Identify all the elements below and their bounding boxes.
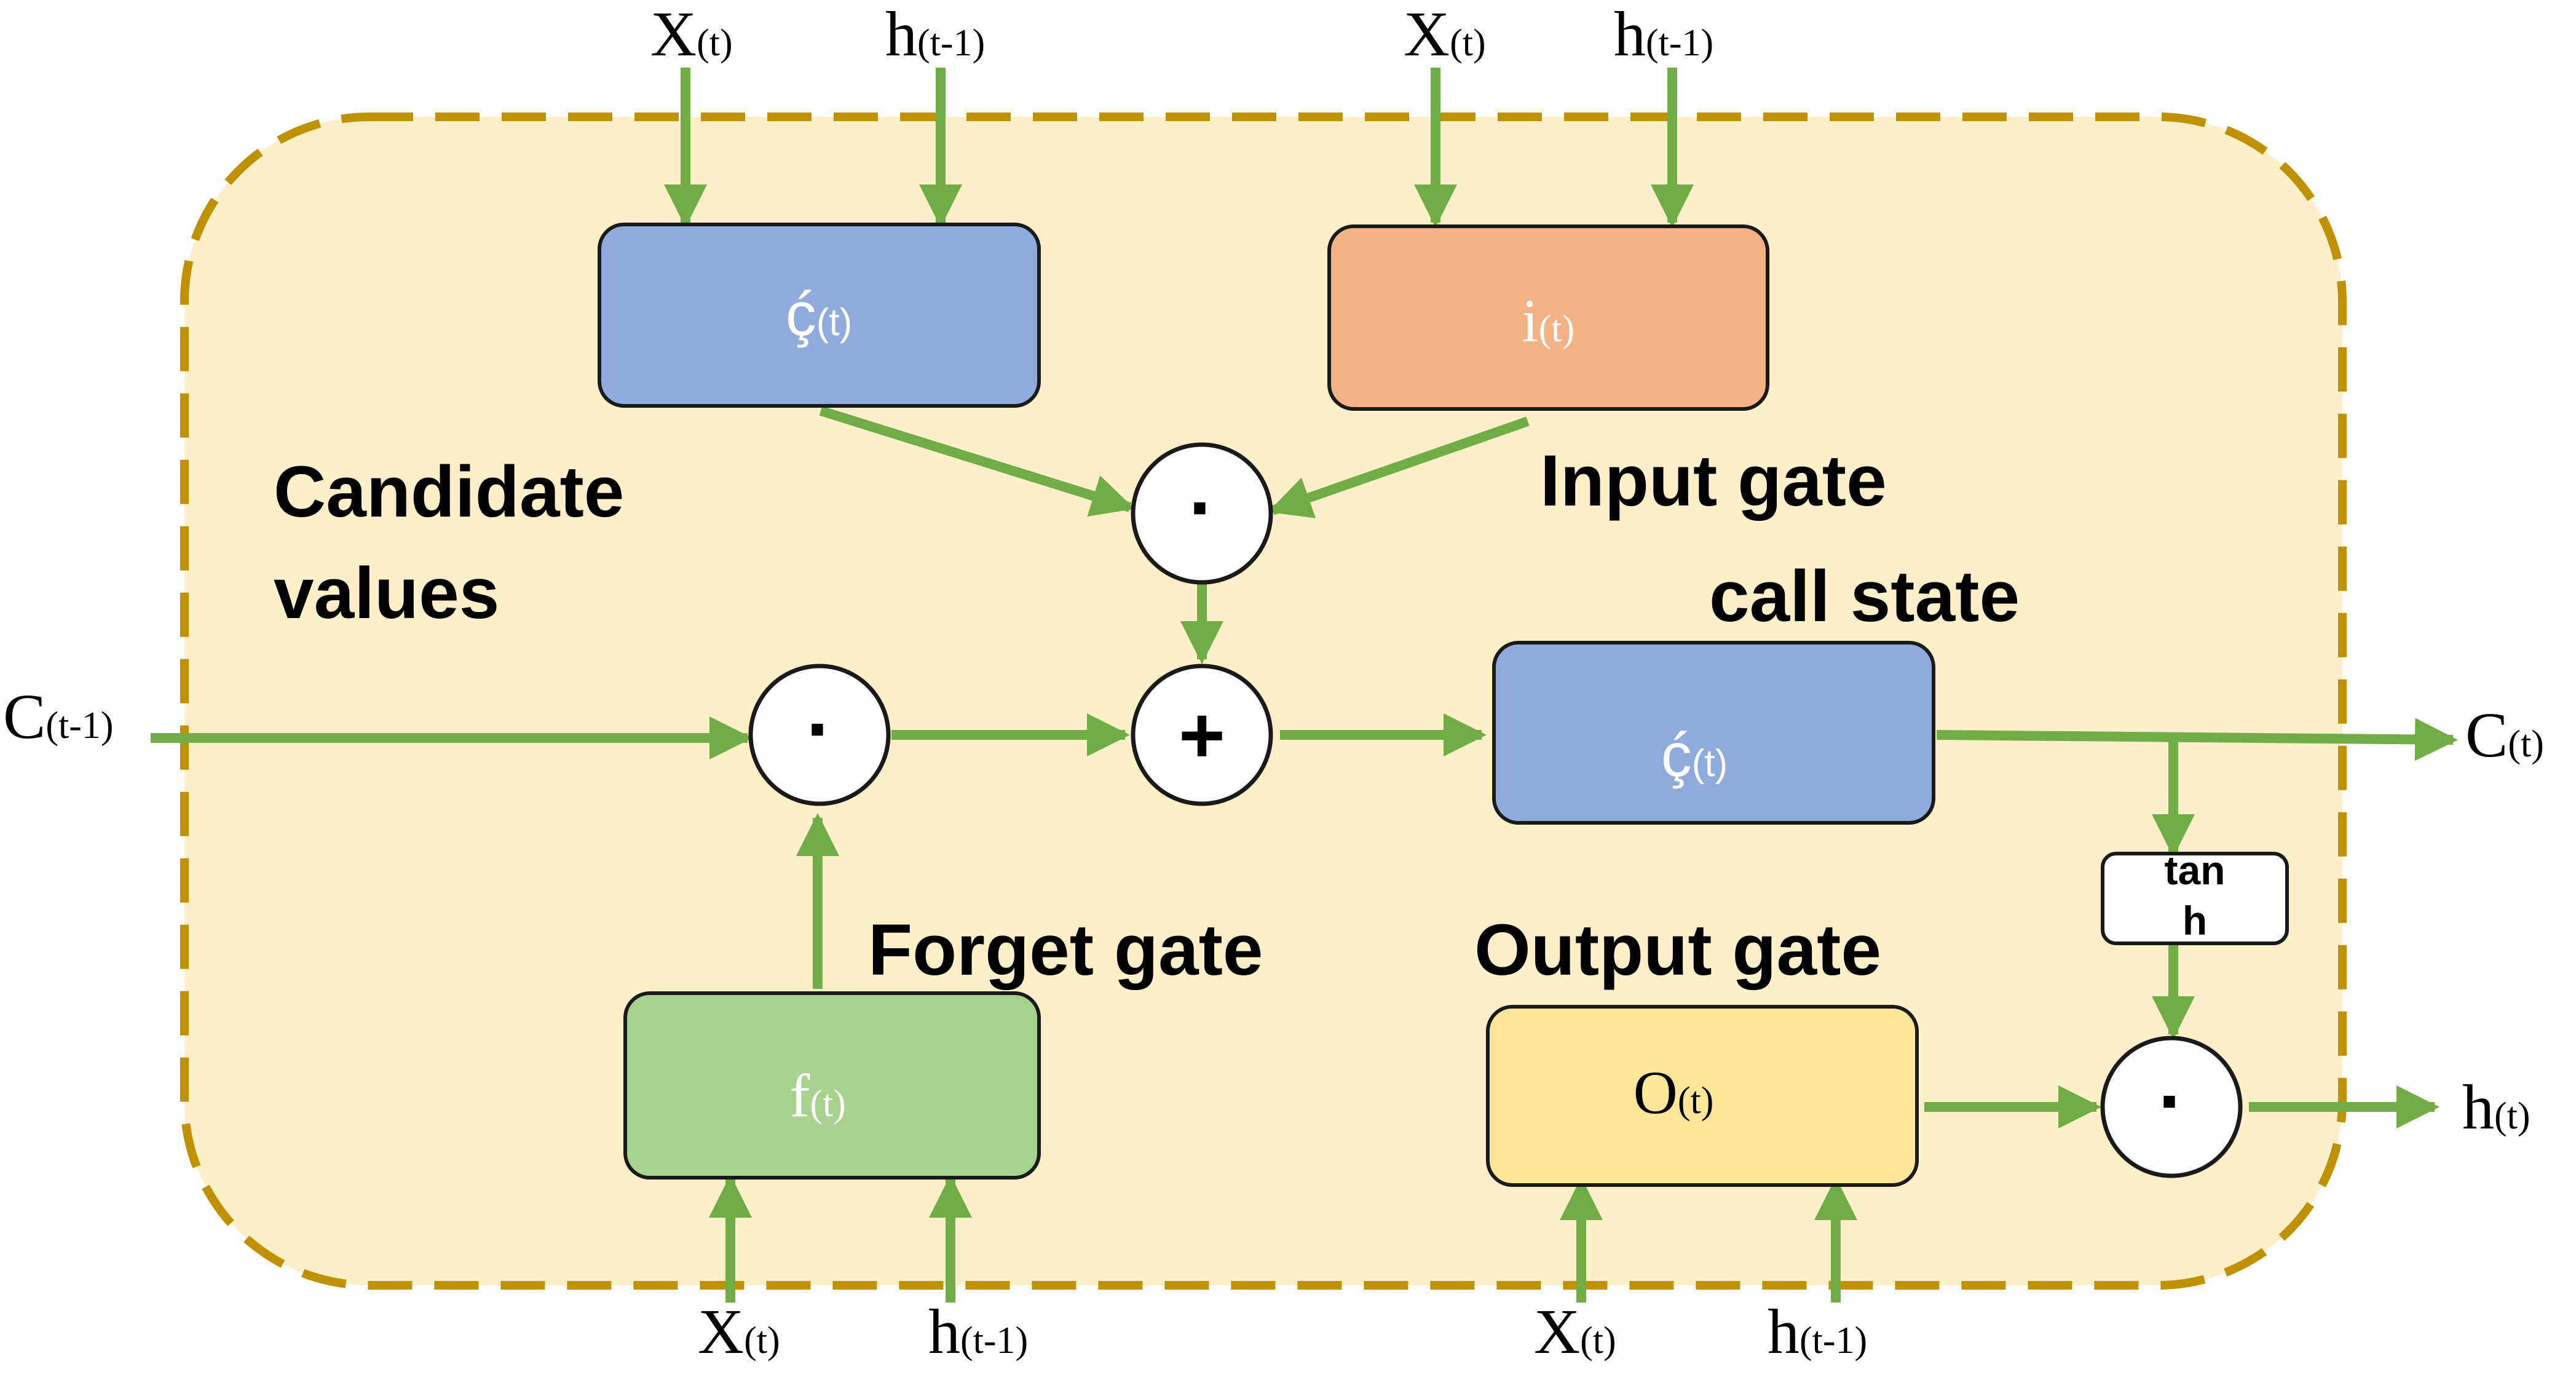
forget-gate-symbol: f [789, 1061, 810, 1130]
candidate-values-label-line2: values [274, 553, 499, 634]
cell-state-subscript: (t) [1692, 742, 1728, 785]
candidate-box-subscript: (t) [816, 301, 853, 344]
forget-gate-box: f(t) [623, 991, 1041, 1180]
output-gate-subscript: (t) [1678, 1080, 1714, 1122]
output-gate-box: O(t) [1486, 1005, 1919, 1187]
bottom-forget-h-input: h(t-1) [928, 1296, 1028, 1367]
svg-text:O(t): O(t) [1634, 1058, 1714, 1127]
tanh-label-line2: h [2183, 898, 2207, 943]
svg-text:+: + [1179, 690, 1225, 780]
output-gate-label: Output gate [1474, 910, 1881, 991]
forget-gate-label: Forget gate [868, 910, 1263, 991]
top-candidate-h-input: h(t-1) [885, 0, 985, 69]
svg-text:ḉ(t): ḉ(t) [786, 280, 853, 349]
multiply-operator-output: · [2100, 1036, 2243, 1178]
svg-text:·: · [2158, 1056, 2184, 1146]
cell-state-symbol: ḉ [1661, 721, 1692, 790]
next-hidden-output: h(t) [2462, 1072, 2531, 1143]
arrow-input-gate-to-multiply [1268, 416, 1530, 518]
input-gate-symbol: i [1522, 287, 1539, 355]
input-gate-box: i(t) [1327, 224, 1769, 411]
top-input-h-input: h(t-1) [1614, 0, 1713, 69]
cell-state-box: ḉ(t) [1492, 641, 1935, 825]
multiply-operator-top: · [1131, 442, 1273, 585]
bottom-output-x-input: X(t) [1534, 1296, 1616, 1367]
bottom-output-h-input: h(t-1) [1768, 1296, 1867, 1367]
candidate-values-label-line1: Candidate [274, 451, 624, 533]
tanh-label-line1: tan [2165, 847, 2226, 893]
input-gate-subscript: (t) [1539, 308, 1575, 350]
next-cell-output: C(t) [2465, 700, 2544, 771]
forget-gate-subscript: (t) [810, 1083, 846, 1125]
svg-text:i(t): i(t) [1522, 287, 1574, 355]
bottom-forget-x-input: X(t) [698, 1296, 780, 1367]
top-input-x-input: X(t) [1404, 0, 1486, 69]
top-candidate-x-input: X(t) [650, 0, 733, 69]
add-operator: + [1131, 664, 1273, 806]
svg-text:·: · [1188, 462, 1215, 552]
arrow-candidate-to-multiply [819, 406, 1135, 517]
multiply-operator-forget: · [748, 664, 891, 806]
arrow-cell-state-to-next-cell [1936, 718, 2458, 761]
input-gate-label: Input gate [1540, 440, 1887, 521]
svg-text:f(t): f(t) [789, 1061, 846, 1130]
svg-text:·: · [806, 684, 832, 774]
tanh-box: tan h [2101, 847, 2289, 945]
candidate-box: ḉ(t) [598, 223, 1041, 408]
candidate-box-symbol: ḉ [786, 280, 816, 349]
svg-text:ḉ(t): ḉ(t) [1661, 721, 1728, 790]
prev-cell-input: C(t-1) [3, 681, 114, 752]
output-gate-symbol: O [1634, 1058, 1678, 1127]
call-state-label: call state [1709, 556, 2020, 637]
